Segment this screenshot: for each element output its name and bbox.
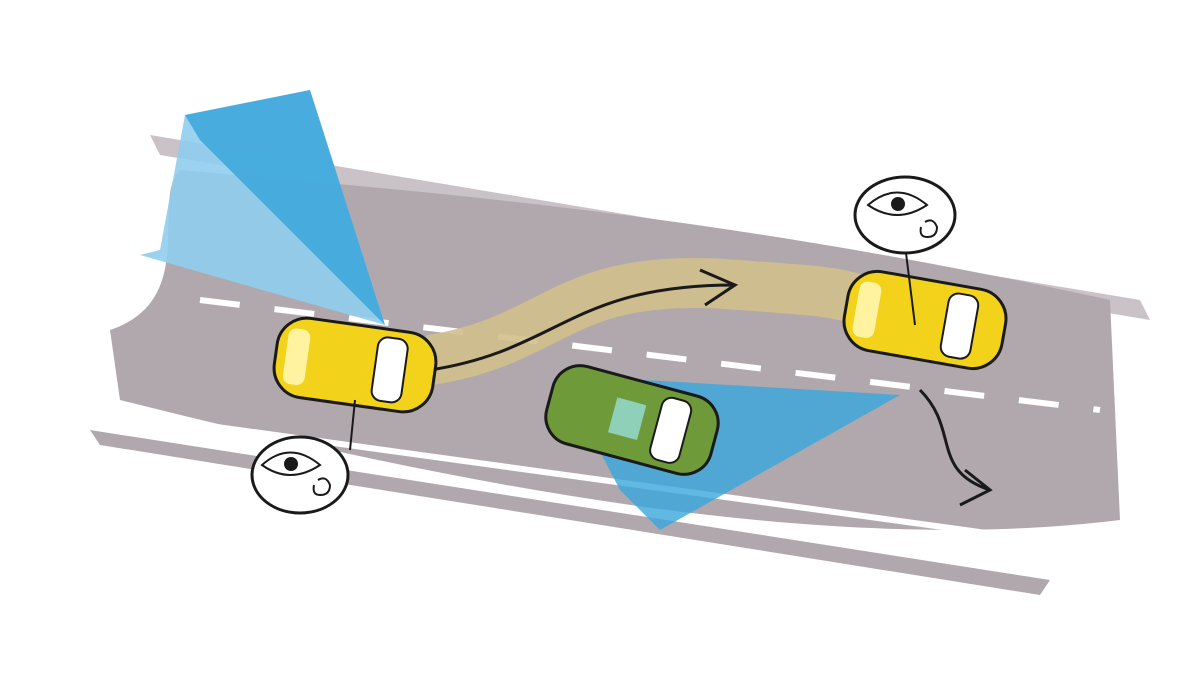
turn-arrow-icon xyxy=(918,388,993,507)
rear-view-cone-dark xyxy=(185,90,385,325)
path-arrow-icon xyxy=(429,268,739,372)
eye-icon xyxy=(260,451,322,476)
eye-callout-right xyxy=(853,175,957,326)
green-car xyxy=(544,364,720,476)
eye-icon xyxy=(866,191,929,216)
hand-icon xyxy=(312,477,332,497)
hand-icon xyxy=(919,219,939,239)
eye-callout-left xyxy=(250,399,356,515)
yellow-car-right xyxy=(842,269,1008,371)
lane-change-path xyxy=(425,257,868,385)
lane-marking xyxy=(199,297,1101,413)
yellow-car-left xyxy=(272,316,438,414)
